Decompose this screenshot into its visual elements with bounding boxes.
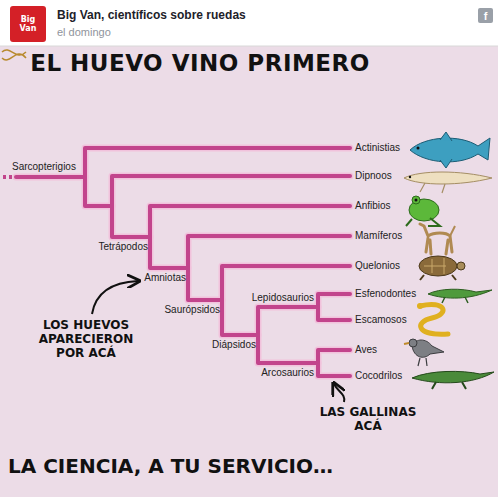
caption: LA CIENCIA, A TU SERVICIO… bbox=[8, 455, 333, 478]
clade-name: Arcosaurios bbox=[261, 367, 314, 379]
bird bbox=[404, 339, 444, 366]
facebook-logo: f bbox=[484, 10, 488, 23]
taxon-name: Aves bbox=[355, 344, 377, 356]
root-dashes bbox=[3, 175, 12, 179]
taxon-name: Escamosos bbox=[355, 314, 407, 326]
lungfish bbox=[404, 172, 492, 193]
tuatara bbox=[428, 289, 492, 303]
clade-name: Amniotas bbox=[144, 272, 186, 284]
header-bar bbox=[0, 0, 498, 46]
clade-name: Sarcopterigios bbox=[12, 161, 76, 173]
clade-name: Saurópsidos bbox=[164, 304, 220, 316]
taxon-name: Esfenodontes bbox=[355, 288, 416, 300]
clade-name: Diápsidos bbox=[212, 339, 256, 351]
snake bbox=[417, 303, 448, 334]
facebook-icon bbox=[478, 8, 493, 23]
taxon-name: Anfibios bbox=[355, 200, 391, 212]
post-date: el domingo bbox=[57, 26, 111, 39]
clade-name: Lepidosaurios bbox=[252, 292, 314, 304]
taxon-name: Mamíferos bbox=[355, 230, 402, 242]
header-rule bbox=[0, 46, 498, 47]
title: EL HUEVO VINO PRIMERO bbox=[30, 50, 370, 76]
logo bbox=[10, 6, 46, 42]
crocodile bbox=[412, 371, 494, 389]
callout-arrow bbox=[334, 384, 344, 402]
coelacanth bbox=[410, 132, 490, 168]
taxon-name: Cocodrilos bbox=[355, 370, 402, 382]
cladogram bbox=[16, 148, 350, 376]
frog bbox=[406, 196, 440, 226]
callout-note: LAS GALLINAS ACÁ bbox=[316, 406, 420, 434]
callout-arrow bbox=[92, 281, 138, 314]
dna-squiggle bbox=[2, 50, 26, 60]
taxon-name: Dipnoos bbox=[355, 170, 392, 182]
tree-halo bbox=[16, 148, 350, 376]
taxon-name: Actinistias bbox=[355, 142, 400, 154]
turtle bbox=[419, 256, 465, 280]
logo-text: Big Van bbox=[12, 15, 44, 33]
taxon-name: Quelonios bbox=[355, 260, 400, 272]
callout-note: LOS HUEVOS APARECIERON POR ACÁ bbox=[33, 319, 139, 360]
mammal bbox=[420, 224, 455, 254]
clade-name: Tetrápodos bbox=[99, 241, 148, 253]
page-name: Big Van, científicos sobre ruedas bbox=[57, 9, 246, 23]
